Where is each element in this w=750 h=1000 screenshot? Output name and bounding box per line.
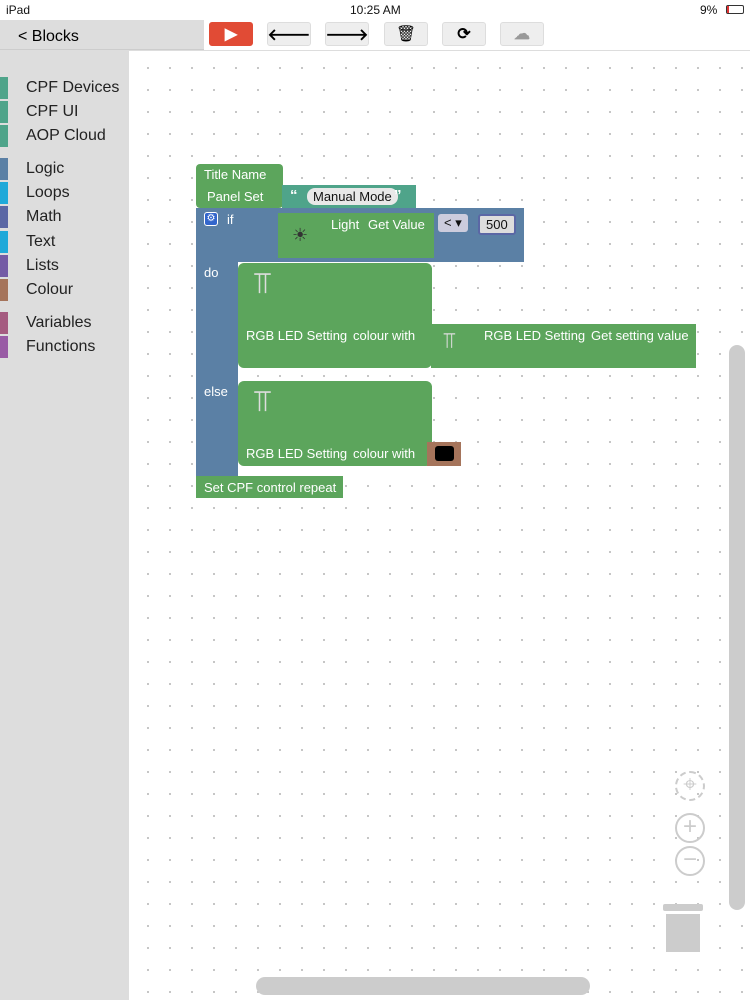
category-color-marker <box>0 206 8 228</box>
led-icon: ⫪ <box>254 267 271 300</box>
zoom-in-button[interactable]: + <box>675 813 705 843</box>
category-color-marker <box>0 255 8 277</box>
center-button[interactable]: ⌖ <box>675 771 705 801</box>
rgb-led-setting-block-else[interactable]: ⫪ RGB LED Setting colour with <box>238 381 432 466</box>
light-sensor-icon: ☀ <box>292 225 309 245</box>
redo-button[interactable]: 🡒 <box>325 22 369 46</box>
category-label: Functions <box>26 338 96 355</box>
close-quote: ” <box>394 187 402 204</box>
colour-block[interactable] <box>427 442 461 466</box>
colour-with-label: colour with <box>353 328 416 343</box>
rgb-get-setting-block[interactable]: ⫪ RGB LED Setting Get setting value <box>431 324 696 368</box>
category-math[interactable]: Math <box>0 206 129 228</box>
if-label: if <box>227 212 234 227</box>
category-aop-cloud[interactable]: AOP Cloud <box>0 125 129 147</box>
category-label: Variables <box>26 314 92 331</box>
horizontal-scrollbar[interactable] <box>256 977 590 995</box>
upload-cloud-button[interactable]: ☁ <box>500 22 544 46</box>
if-block[interactable]: ⚙ if ☀ Light Get Value < ▾ 500 <box>196 208 524 262</box>
else-label: else <box>204 384 228 399</box>
title-name-label: Title Name <box>204 167 267 182</box>
category-loops[interactable]: Loops <box>0 182 129 204</box>
delete-button[interactable]: 🗑 <box>384 22 428 46</box>
category-label: Loops <box>26 184 70 201</box>
repeat-block[interactable]: Set CPF control repeat <box>196 476 343 498</box>
category-color-marker <box>0 279 8 301</box>
category-label: AOP Cloud <box>26 127 106 144</box>
run-button[interactable]: ▶ <box>209 22 253 46</box>
category-color-marker <box>0 312 8 334</box>
number-field[interactable]: 500 <box>478 214 516 235</box>
category-lists[interactable]: Lists <box>0 255 129 277</box>
category-color-marker <box>0 231 8 253</box>
light-get-value-block[interactable]: ☀ Light Get Value <box>278 213 434 258</box>
clock: 10:25 AM <box>350 3 401 17</box>
device-name: iPad <box>6 3 31 17</box>
refresh-button[interactable]: ⟳ <box>442 22 486 46</box>
text-field[interactable]: Manual Mode <box>307 188 398 205</box>
category-label: Math <box>26 208 62 225</box>
category-text[interactable]: Text <box>0 231 129 253</box>
category-label: Logic <box>26 160 65 177</box>
zoom-out-button[interactable]: − <box>675 846 705 876</box>
category-color-marker <box>0 158 8 180</box>
light-label: Light <box>331 217 360 232</box>
status-bar: iPad 10:25 AM 9% <box>0 0 750 20</box>
category-color-marker <box>0 77 8 99</box>
do-label: do <box>204 265 219 280</box>
if-block-body: do else <box>196 262 238 478</box>
colour-with-label: colour with <box>353 446 416 461</box>
category-color-marker <box>0 336 8 358</box>
category-variables[interactable]: Variables <box>0 312 129 334</box>
rgb-setting-label: RGB LED Setting <box>246 446 348 461</box>
compare-operator-dropdown[interactable]: < ▾ <box>438 214 468 232</box>
category-cpf-ui[interactable]: CPF UI <box>0 101 129 123</box>
category-color-marker <box>0 101 8 123</box>
category-logic[interactable]: Logic <box>0 158 129 180</box>
gear-icon[interactable]: ⚙ <box>204 212 218 226</box>
category-label: CPF UI <box>26 103 79 120</box>
text-block[interactable]: “ Manual Mode ” <box>282 185 416 209</box>
battery-level: 9% <box>700 3 718 17</box>
rgb-setting-label: RGB LED Setting <box>484 328 586 343</box>
colour-swatch[interactable] <box>435 446 454 461</box>
category-label: CPF Devices <box>26 79 120 96</box>
panel-set-block[interactable]: Title Name Panel Set <box>196 164 283 208</box>
category-color-marker <box>0 182 8 204</box>
led-icon: ⫪ <box>443 328 456 353</box>
category-functions[interactable]: Functions <box>0 336 129 358</box>
repeat-label: Set CPF control repeat <box>204 480 337 495</box>
trash-icon[interactable] <box>663 904 703 954</box>
rgb-led-setting-block[interactable]: ⫪ RGB LED Setting colour with <box>238 263 432 368</box>
get-value-label: Get Value <box>368 217 425 232</box>
category-color-marker <box>0 125 8 147</box>
back-to-blocks[interactable]: < Blocks <box>0 20 204 50</box>
category-label: Colour <box>26 281 74 298</box>
category-label: Text <box>26 233 56 250</box>
undo-button[interactable]: 🡐 <box>267 22 311 46</box>
category-colour[interactable]: Colour <box>0 279 129 301</box>
panel-set-label: Panel Set <box>207 189 264 204</box>
category-label: Lists <box>26 257 59 274</box>
category-cpf-devices[interactable]: CPF Devices <box>0 77 129 99</box>
open-quote: “ <box>290 187 298 204</box>
led-icon: ⫪ <box>254 385 271 418</box>
vertical-scrollbar[interactable] <box>729 345 745 910</box>
get-setting-label: Get setting value <box>591 328 689 343</box>
rgb-setting-label: RGB LED Setting <box>246 328 348 343</box>
battery-icon <box>726 5 744 14</box>
